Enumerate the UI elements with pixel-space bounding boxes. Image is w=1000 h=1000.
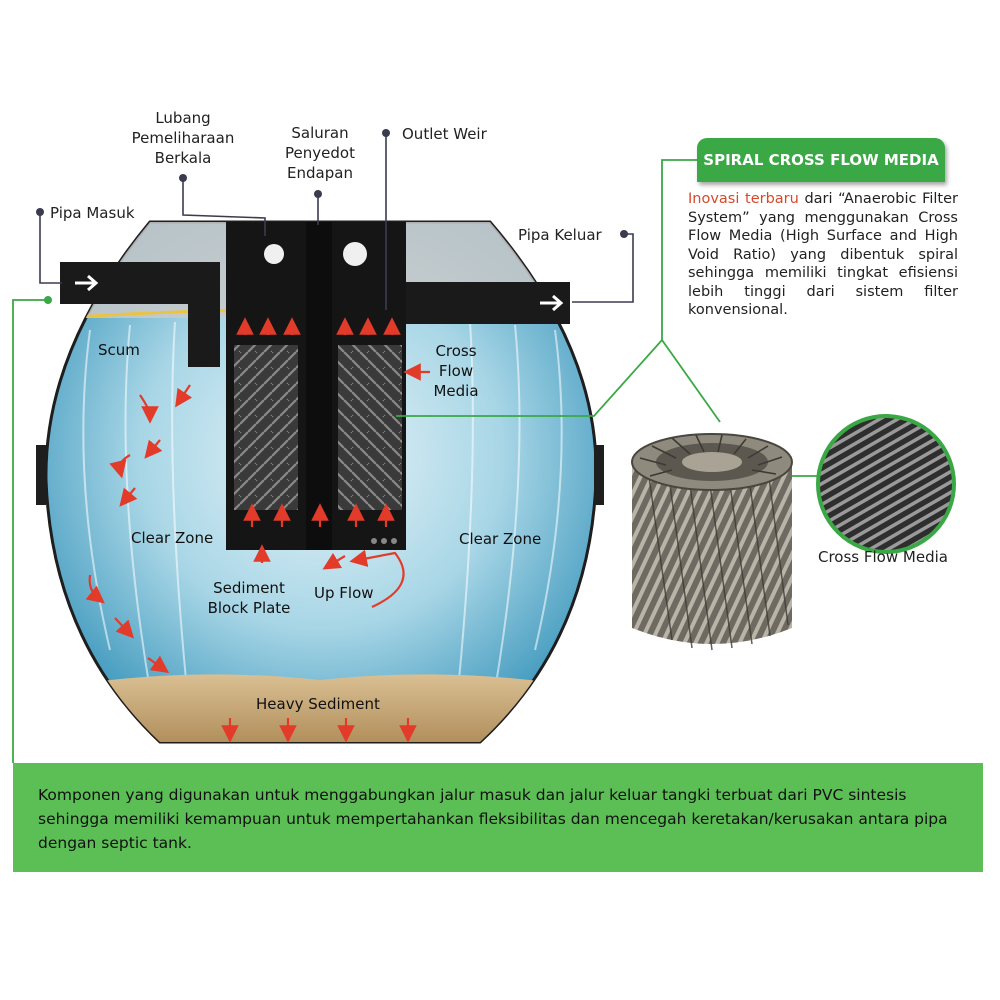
panel-title: SPIRAL CROSS FLOW MEDIA <box>697 138 945 182</box>
label-outlet-weir: Outlet Weir <box>402 124 487 144</box>
central-structure <box>226 222 406 550</box>
spiral-media-image <box>632 434 792 650</box>
label-scum: Scum <box>98 340 140 360</box>
manhole-hole <box>343 242 367 266</box>
label-inlet-pipe: Pipa Masuk <box>50 203 135 223</box>
label-clear-zone-right: Clear Zone <box>459 529 541 549</box>
label-up-flow: Up Flow <box>314 583 374 603</box>
media-caption: Cross Flow Media <box>818 548 948 566</box>
label-clear-zone-left: Clear Zone <box>131 528 213 548</box>
panel-description: Inovasi terbaru dari “Anaerobic Filter S… <box>688 190 958 320</box>
sludge-suction-pipe <box>306 222 332 550</box>
cross-flow-media-block-left <box>234 345 298 510</box>
label-heavy-sediment: Heavy Sediment <box>256 694 380 714</box>
cross-flow-media-block-right <box>338 345 402 510</box>
label-outlet-pipe: Pipa Keluar <box>518 225 602 245</box>
panel-description-text: dari “Anaerobic Filter System” yang meng… <box>688 191 958 318</box>
panel-highlight: Inovasi terbaru <box>688 191 799 207</box>
media-closeup-image <box>818 416 954 552</box>
outlet-pipe <box>385 282 570 324</box>
manhole-hole <box>264 244 284 264</box>
bottom-note-text: Komponen yang digunakan untuk menggabung… <box>38 783 968 855</box>
